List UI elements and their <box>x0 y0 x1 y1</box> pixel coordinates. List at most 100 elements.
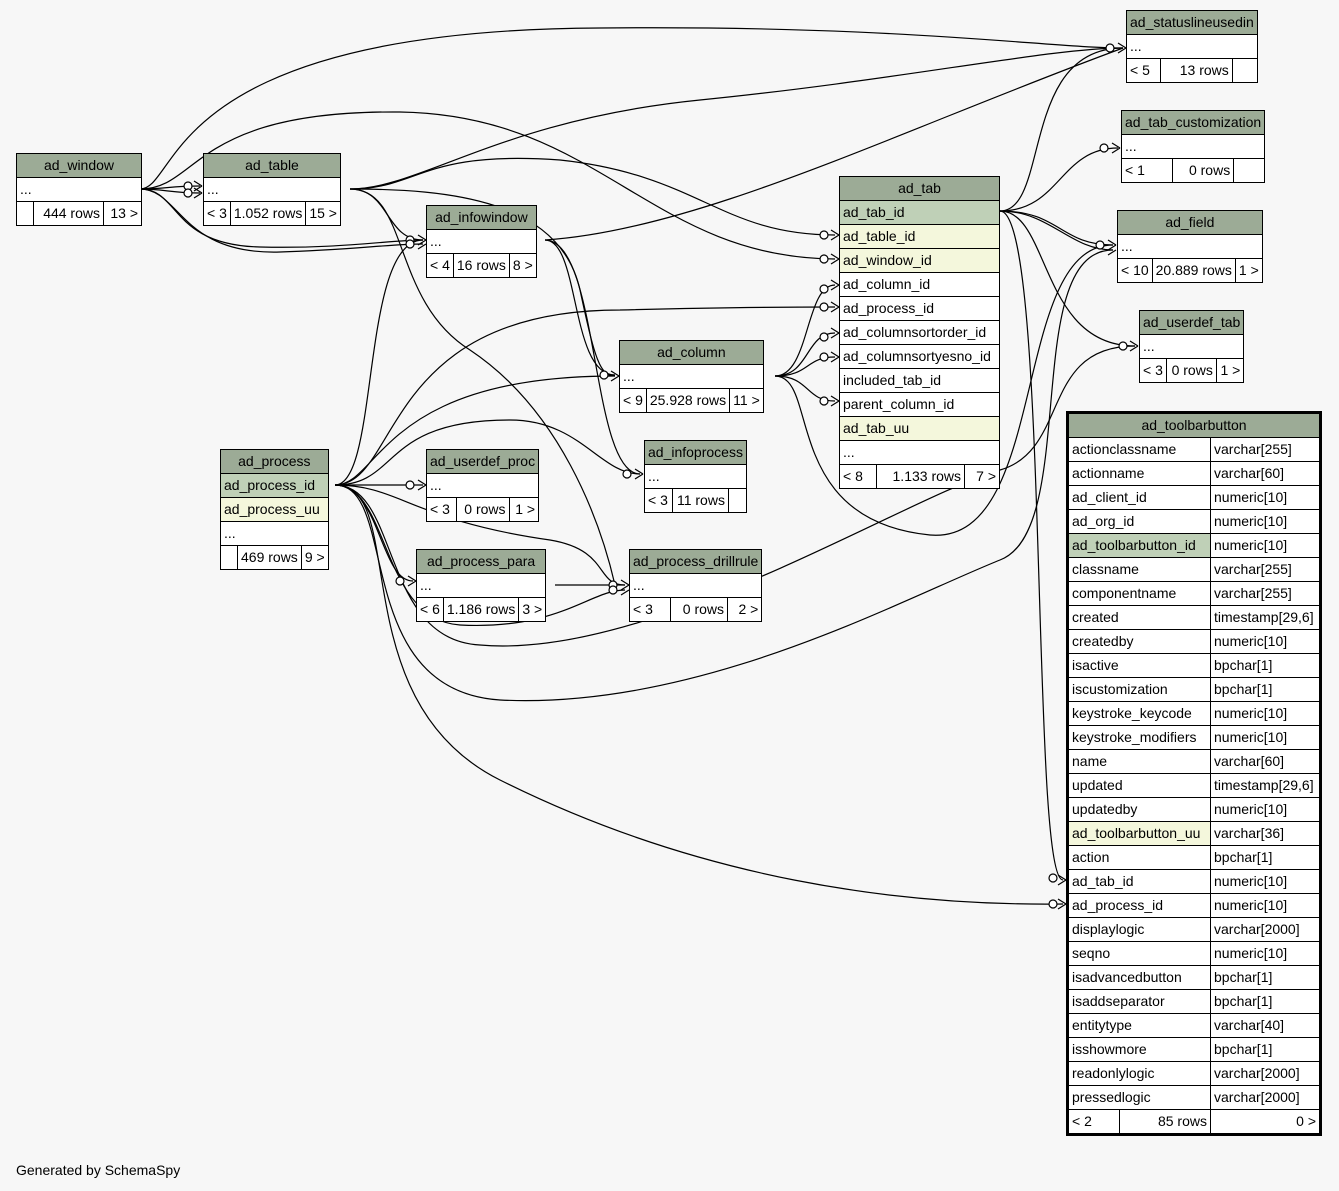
table-parents[interactable]: < 9 <box>619 388 647 413</box>
column-name[interactable]: updatedby <box>1067 797 1211 822</box>
table-children[interactable]: 15 > <box>305 201 341 226</box>
table-title[interactable]: ad_window <box>16 153 142 178</box>
column-name[interactable]: readonlylogic <box>1067 1061 1211 1086</box>
column-name[interactable]: seqno <box>1067 941 1211 966</box>
table-children[interactable]: 13 > <box>103 201 142 226</box>
table-title[interactable]: ad_process_para <box>415 549 547 574</box>
table-ad_tab[interactable]: ad_tab ad_tab_id ad_table_id ad_window_i… <box>839 176 1000 489</box>
column-ad_table_id[interactable]: ad_table_id <box>839 224 1000 249</box>
table-title[interactable]: ad_table <box>203 153 341 178</box>
table-children[interactable]: 0 > <box>1210 1109 1321 1135</box>
table-children[interactable]: 8 > <box>508 253 537 278</box>
column-ad_column_id[interactable]: ad_column_id <box>839 272 1000 297</box>
column-name[interactable]: ad_toolbarbutton_uu <box>1067 821 1211 846</box>
table-parents[interactable]: < 6 <box>416 597 444 622</box>
column-name[interactable]: actionname <box>1067 461 1211 486</box>
table-parents[interactable]: < 1 <box>1121 158 1173 183</box>
table-parents[interactable]: < 3 <box>644 488 673 513</box>
table-parents[interactable]: < 4 <box>426 253 454 278</box>
column-name[interactable]: isactive <box>1067 653 1211 678</box>
column-name[interactable]: ad_org_id <box>1067 509 1211 534</box>
column-name[interactable]: isaddseparator <box>1067 989 1211 1014</box>
table-title[interactable]: ad_toolbarbutton <box>1067 412 1321 438</box>
table-children[interactable]: 1 > <box>1234 258 1263 283</box>
column-name[interactable]: created <box>1067 605 1211 630</box>
table-title[interactable]: ad_column <box>619 340 764 365</box>
column-name[interactable]: ad_process_id <box>1067 893 1211 918</box>
table-title[interactable]: ad_userdef_proc <box>425 449 540 474</box>
table-title[interactable]: ad_process <box>220 449 329 474</box>
table-parents[interactable]: < 3 <box>1138 358 1168 383</box>
table-ad_process[interactable]: ad_process ad_process_id ad_process_uu .… <box>220 449 329 570</box>
column-name[interactable]: action <box>1067 845 1211 870</box>
table-children[interactable]: 7 > <box>964 464 1000 489</box>
column-included_tab_id[interactable]: included_tab_id <box>839 368 1000 393</box>
table-parents[interactable]: < 3 <box>629 597 671 622</box>
column-name[interactable]: isadvancedbutton <box>1067 965 1211 990</box>
table-title[interactable]: ad_tab_customization <box>1120 110 1266 135</box>
column-name[interactable]: createdby <box>1067 629 1211 654</box>
table-title[interactable]: ad_field <box>1117 210 1263 235</box>
table-children[interactable]: 2 > <box>726 597 763 622</box>
column-name[interactable]: keystroke_modifiers <box>1067 725 1211 750</box>
column-ad_tab_id[interactable]: ad_tab_id <box>839 200 1000 225</box>
table-children[interactable]: 3 > <box>518 597 547 622</box>
column-name[interactable]: actionclassname <box>1067 437 1211 462</box>
table-parents[interactable]: < 3 <box>426 497 457 522</box>
column-ad_process_uu[interactable]: ad_process_uu <box>220 497 329 522</box>
column-ad_process_id[interactable]: ad_process_id <box>220 473 329 498</box>
column-name[interactable]: isshowmore <box>1067 1037 1211 1062</box>
table-children[interactable]: 11 > <box>729 388 764 413</box>
column-name[interactable]: name <box>1067 749 1211 774</box>
table-title[interactable]: ad_statuslineusedin <box>1126 10 1258 35</box>
table-parents[interactable]: < 5 <box>1125 58 1162 83</box>
column-name[interactable]: ad_toolbarbutton_id <box>1067 533 1211 558</box>
column-ad_process_id[interactable]: ad_process_id <box>839 296 1000 321</box>
table-title[interactable]: ad_infowindow <box>426 205 537 230</box>
table-title[interactable]: ad_infoprocess <box>644 440 747 465</box>
column-name[interactable]: keystroke_keycode <box>1067 701 1211 726</box>
table-title[interactable]: ad_userdef_tab <box>1138 310 1245 335</box>
table-parents[interactable]: < 8 <box>839 464 877 489</box>
table-parents[interactable]: < 2 <box>1067 1109 1120 1135</box>
column-name[interactable]: ad_client_id <box>1067 485 1211 510</box>
column-name[interactable]: iscustomization <box>1067 677 1211 702</box>
column-ad_tab_uu[interactable]: ad_tab_uu <box>839 416 1000 441</box>
table-title[interactable]: ad_process_drillrule <box>628 549 763 574</box>
